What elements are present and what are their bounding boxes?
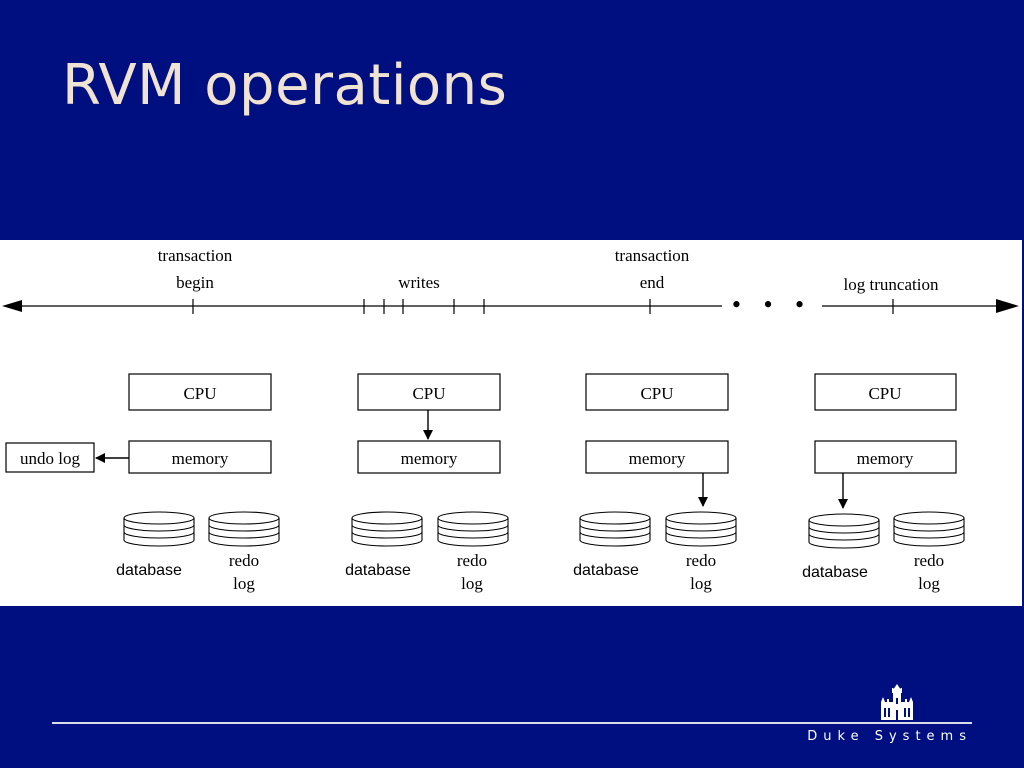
timeline-ellipsis: • • • [732,290,812,319]
cpu-box [357,373,501,411]
redo-log-disk-icon [437,511,509,547]
database-disk-icon [579,511,651,547]
undo-log-label: undo log [20,449,80,468]
memory-label: memory [172,449,229,468]
redo-log-label-line2: log [461,574,483,593]
memory-box [128,440,272,474]
memory-label: memory [629,449,686,468]
duke-chapel-logo-icon [881,684,913,720]
rvm-diagram-svg: • • • transaction begin writes transacti… [2,246,1019,593]
stage-begin: CPU memory undo log database redo log [5,373,280,593]
database-label: database [802,564,868,581]
database-disk-icon [351,511,423,547]
redo-log-disk-icon [208,511,280,547]
undo-log-box [5,442,95,473]
database-disk-icon [123,511,195,547]
rvm-diagram: • • • transaction begin writes transacti… [0,240,1022,606]
timeline-ticks [192,299,894,314]
cpu-box [128,373,272,411]
event-label-begin-line2: begin [176,273,214,292]
redo-log-label-line2: log [690,574,712,593]
database-disk-icon [808,513,880,549]
redo-log-label-line2: log [918,574,940,593]
cpu-box [585,373,729,411]
memory-label: memory [857,449,914,468]
event-label-end-line1: transaction [615,246,690,265]
cpu-box [814,373,957,411]
timeline-right-arrowhead [996,299,1019,313]
cpu-label: CPU [868,384,901,403]
redo-log-disk-icon [665,511,737,547]
timeline: • • • transaction begin writes transacti… [2,246,1019,319]
redo-log-disk-icon [893,511,965,547]
redo-log-label-line1: redo [914,551,944,570]
database-label: database [345,562,411,579]
event-label-begin-line1: transaction [158,246,233,265]
footer-divider [52,722,972,724]
memory-box [585,440,729,474]
database-label: database [116,562,182,579]
stage-writes: CPU memory database redo log [345,373,509,593]
event-label-end-line2: end [640,273,665,292]
memory-label: memory [401,449,458,468]
event-label-writes: writes [398,273,440,292]
memory-box [814,440,957,474]
database-label: database [573,562,639,579]
timeline-left-arrowhead [2,300,22,312]
slide-title: RVM operations [62,53,508,118]
cpu-label: CPU [640,384,673,403]
event-label-log-truncation: log truncation [844,275,939,294]
stage-end: CPU memory database redo log [573,373,737,593]
cpu-label: CPU [183,384,216,403]
redo-log-label-line1: redo [457,551,487,570]
redo-log-label-line1: redo [686,551,716,570]
stage-log-truncation: CPU memory database redo log [802,373,965,593]
redo-log-label-line2: log [233,574,255,593]
footer-brand: Duke Systems [807,729,972,744]
cpu-label: CPU [412,384,445,403]
redo-log-label-line1: redo [229,551,259,570]
memory-box [357,440,501,474]
